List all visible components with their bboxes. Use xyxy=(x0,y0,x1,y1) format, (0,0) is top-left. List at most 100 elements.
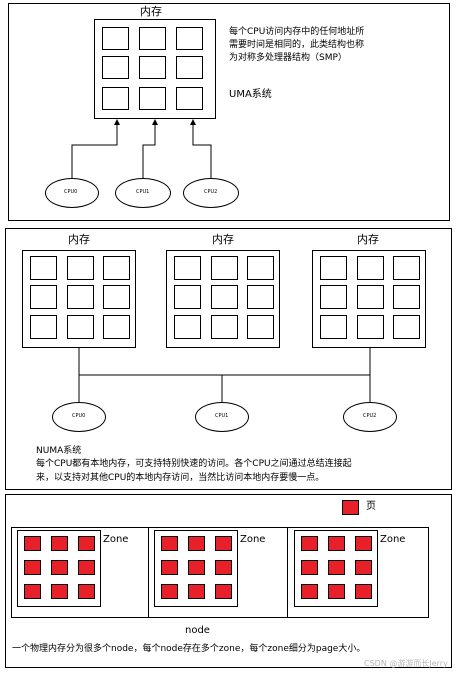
page-cell xyxy=(24,536,41,551)
memory-cell xyxy=(247,315,274,339)
numa-description-line: 每个CPU都有本地内存，可支持特别快速的访问。各个CPU之间通过总结连接起 xyxy=(36,459,352,469)
zone-label-3: Zone xyxy=(380,534,406,545)
memory-cell xyxy=(174,285,201,309)
uma-system-label: UMA系统 xyxy=(229,89,272,100)
memory-cell xyxy=(393,315,420,339)
page-cell xyxy=(78,584,95,599)
memory-cell xyxy=(103,285,130,309)
memory-cell xyxy=(247,256,274,280)
memory-cell xyxy=(320,256,347,280)
page-cell xyxy=(355,560,372,575)
memory-cell xyxy=(211,285,238,309)
memory-cell xyxy=(320,285,347,309)
page-cell xyxy=(328,584,345,599)
memory-cell xyxy=(320,315,347,339)
node-description: 一个物理内存分为很多个node，每个node存在多个zone，每个zone细分为… xyxy=(12,644,366,654)
uma-panel xyxy=(8,3,450,221)
numa-cpu0-label: CPU0 xyxy=(72,413,86,419)
zone-label-2: Zone xyxy=(240,534,266,545)
page-cell xyxy=(161,560,178,575)
page-cell xyxy=(51,560,68,575)
memory-cell xyxy=(393,285,420,309)
memory-cell xyxy=(174,315,201,339)
uma-description-line: 为对称多处理器结构（SMP） xyxy=(229,53,347,63)
memory-cell xyxy=(103,315,130,339)
numa-panel xyxy=(5,228,452,490)
page-cell xyxy=(78,560,95,575)
uma-cpu-connectors xyxy=(71,119,212,178)
page-cell xyxy=(188,536,205,551)
memory-cell xyxy=(30,285,57,309)
memory-cell xyxy=(357,285,384,309)
uma-cpu1-label: CPU1 xyxy=(136,189,150,195)
numa-cpu2-label: CPU2 xyxy=(363,413,377,419)
memory-cell xyxy=(357,256,384,280)
page-cell xyxy=(215,560,232,575)
numa-memory-label-2: 内存 xyxy=(212,233,234,246)
page-cell xyxy=(24,584,41,599)
page-cell xyxy=(301,536,318,551)
numa-cpu1 xyxy=(195,402,249,432)
node-panel xyxy=(5,494,452,668)
uma-description-line: 需要时间是相同的，此类结构也称 xyxy=(229,40,365,50)
page-cell xyxy=(24,560,41,575)
uma-description-line: 每个CPU访问内存中的任何地址所 xyxy=(229,27,365,37)
memory-cell xyxy=(393,256,420,280)
page-cell xyxy=(188,584,205,599)
page-cell xyxy=(51,584,68,599)
memory-cell xyxy=(30,256,57,280)
memory-cell xyxy=(139,87,166,110)
memory-cell xyxy=(139,56,166,79)
memory-cell xyxy=(211,315,238,339)
memory-cell xyxy=(247,285,274,309)
uma-cpu2-label: CPU2 xyxy=(204,189,218,195)
memory-cell xyxy=(67,315,94,339)
zone-divider xyxy=(287,527,288,618)
uma-cpu0 xyxy=(45,178,99,208)
memory-cell xyxy=(357,315,384,339)
page-cell xyxy=(215,536,232,551)
memory-cell xyxy=(139,27,166,50)
numa-cpu0 xyxy=(52,402,106,432)
page-cell xyxy=(328,536,345,551)
page-legend-label: 页 xyxy=(366,501,376,512)
memory-cell xyxy=(67,285,94,309)
page-cell xyxy=(78,536,95,551)
uma-memory-label: 内存 xyxy=(140,5,162,18)
numa-system-label: NUMA系统 xyxy=(36,446,82,456)
numa-description-line: 来，以支持对其他CPU的本地内存访问，当然比访问本地内存要慢一点。 xyxy=(36,473,325,483)
numa-bus xyxy=(78,348,371,402)
page-cell xyxy=(328,560,345,575)
memory-cell xyxy=(67,256,94,280)
uma-connector-cpu2 xyxy=(190,119,212,178)
memory-cell xyxy=(176,56,203,79)
page-cell xyxy=(355,584,372,599)
node-label: node xyxy=(185,625,210,636)
page-cell xyxy=(301,560,318,575)
zone-divider xyxy=(148,527,149,618)
memory-cell xyxy=(102,56,129,79)
memory-cell xyxy=(30,315,57,339)
memory-cell xyxy=(174,256,201,280)
page-cell xyxy=(161,584,178,599)
memory-cell xyxy=(176,87,203,110)
page-cell xyxy=(215,584,232,599)
uma-connector-cpu1 xyxy=(142,119,158,178)
page-cell xyxy=(161,536,178,551)
memory-cell xyxy=(211,256,238,280)
page-legend-swatch xyxy=(342,500,359,515)
memory-cell xyxy=(176,27,203,50)
numa-cpu2 xyxy=(343,402,397,432)
memory-cell xyxy=(102,27,129,50)
numa-memory-label-3: 内存 xyxy=(357,233,379,246)
numa-memory-label-1: 内存 xyxy=(68,233,90,246)
watermark: CSDN @游游而长Jerry xyxy=(364,659,448,668)
memory-cell xyxy=(103,256,130,280)
zone-label-1: Zone xyxy=(103,534,129,545)
uma-cpu1 xyxy=(115,178,171,208)
page-cell xyxy=(355,536,372,551)
page-cell xyxy=(51,536,68,551)
uma-cpu2 xyxy=(183,178,239,208)
numa-cpu1-label: CPU1 xyxy=(215,413,229,419)
